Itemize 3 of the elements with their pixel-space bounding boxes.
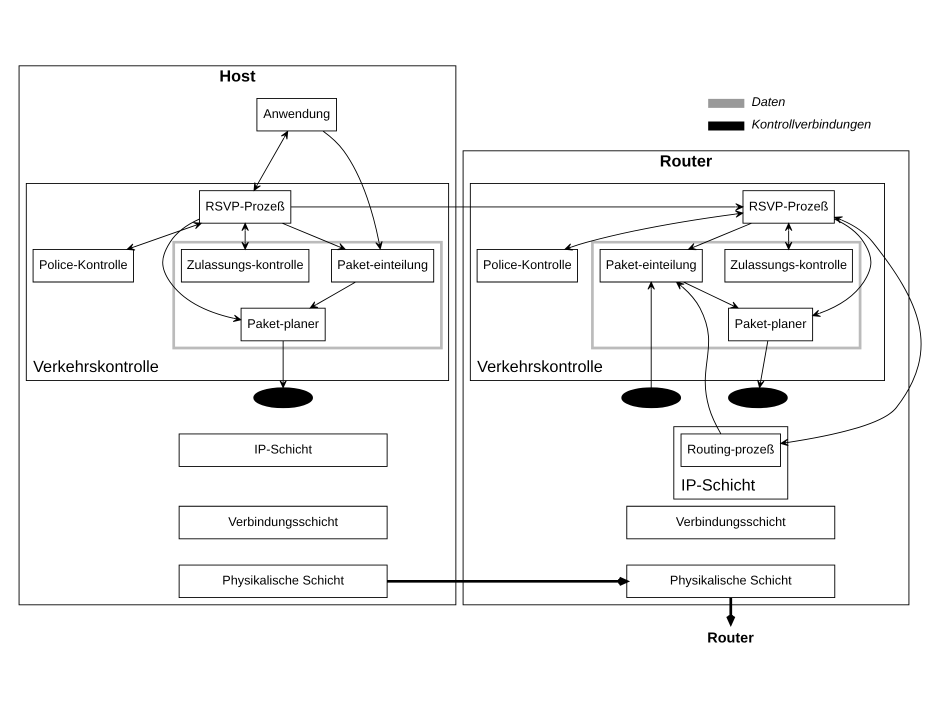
- legend-label: Daten: [752, 94, 786, 109]
- legend-label: Kontrollverbindungen: [752, 117, 872, 132]
- node-text: Router: [707, 630, 754, 647]
